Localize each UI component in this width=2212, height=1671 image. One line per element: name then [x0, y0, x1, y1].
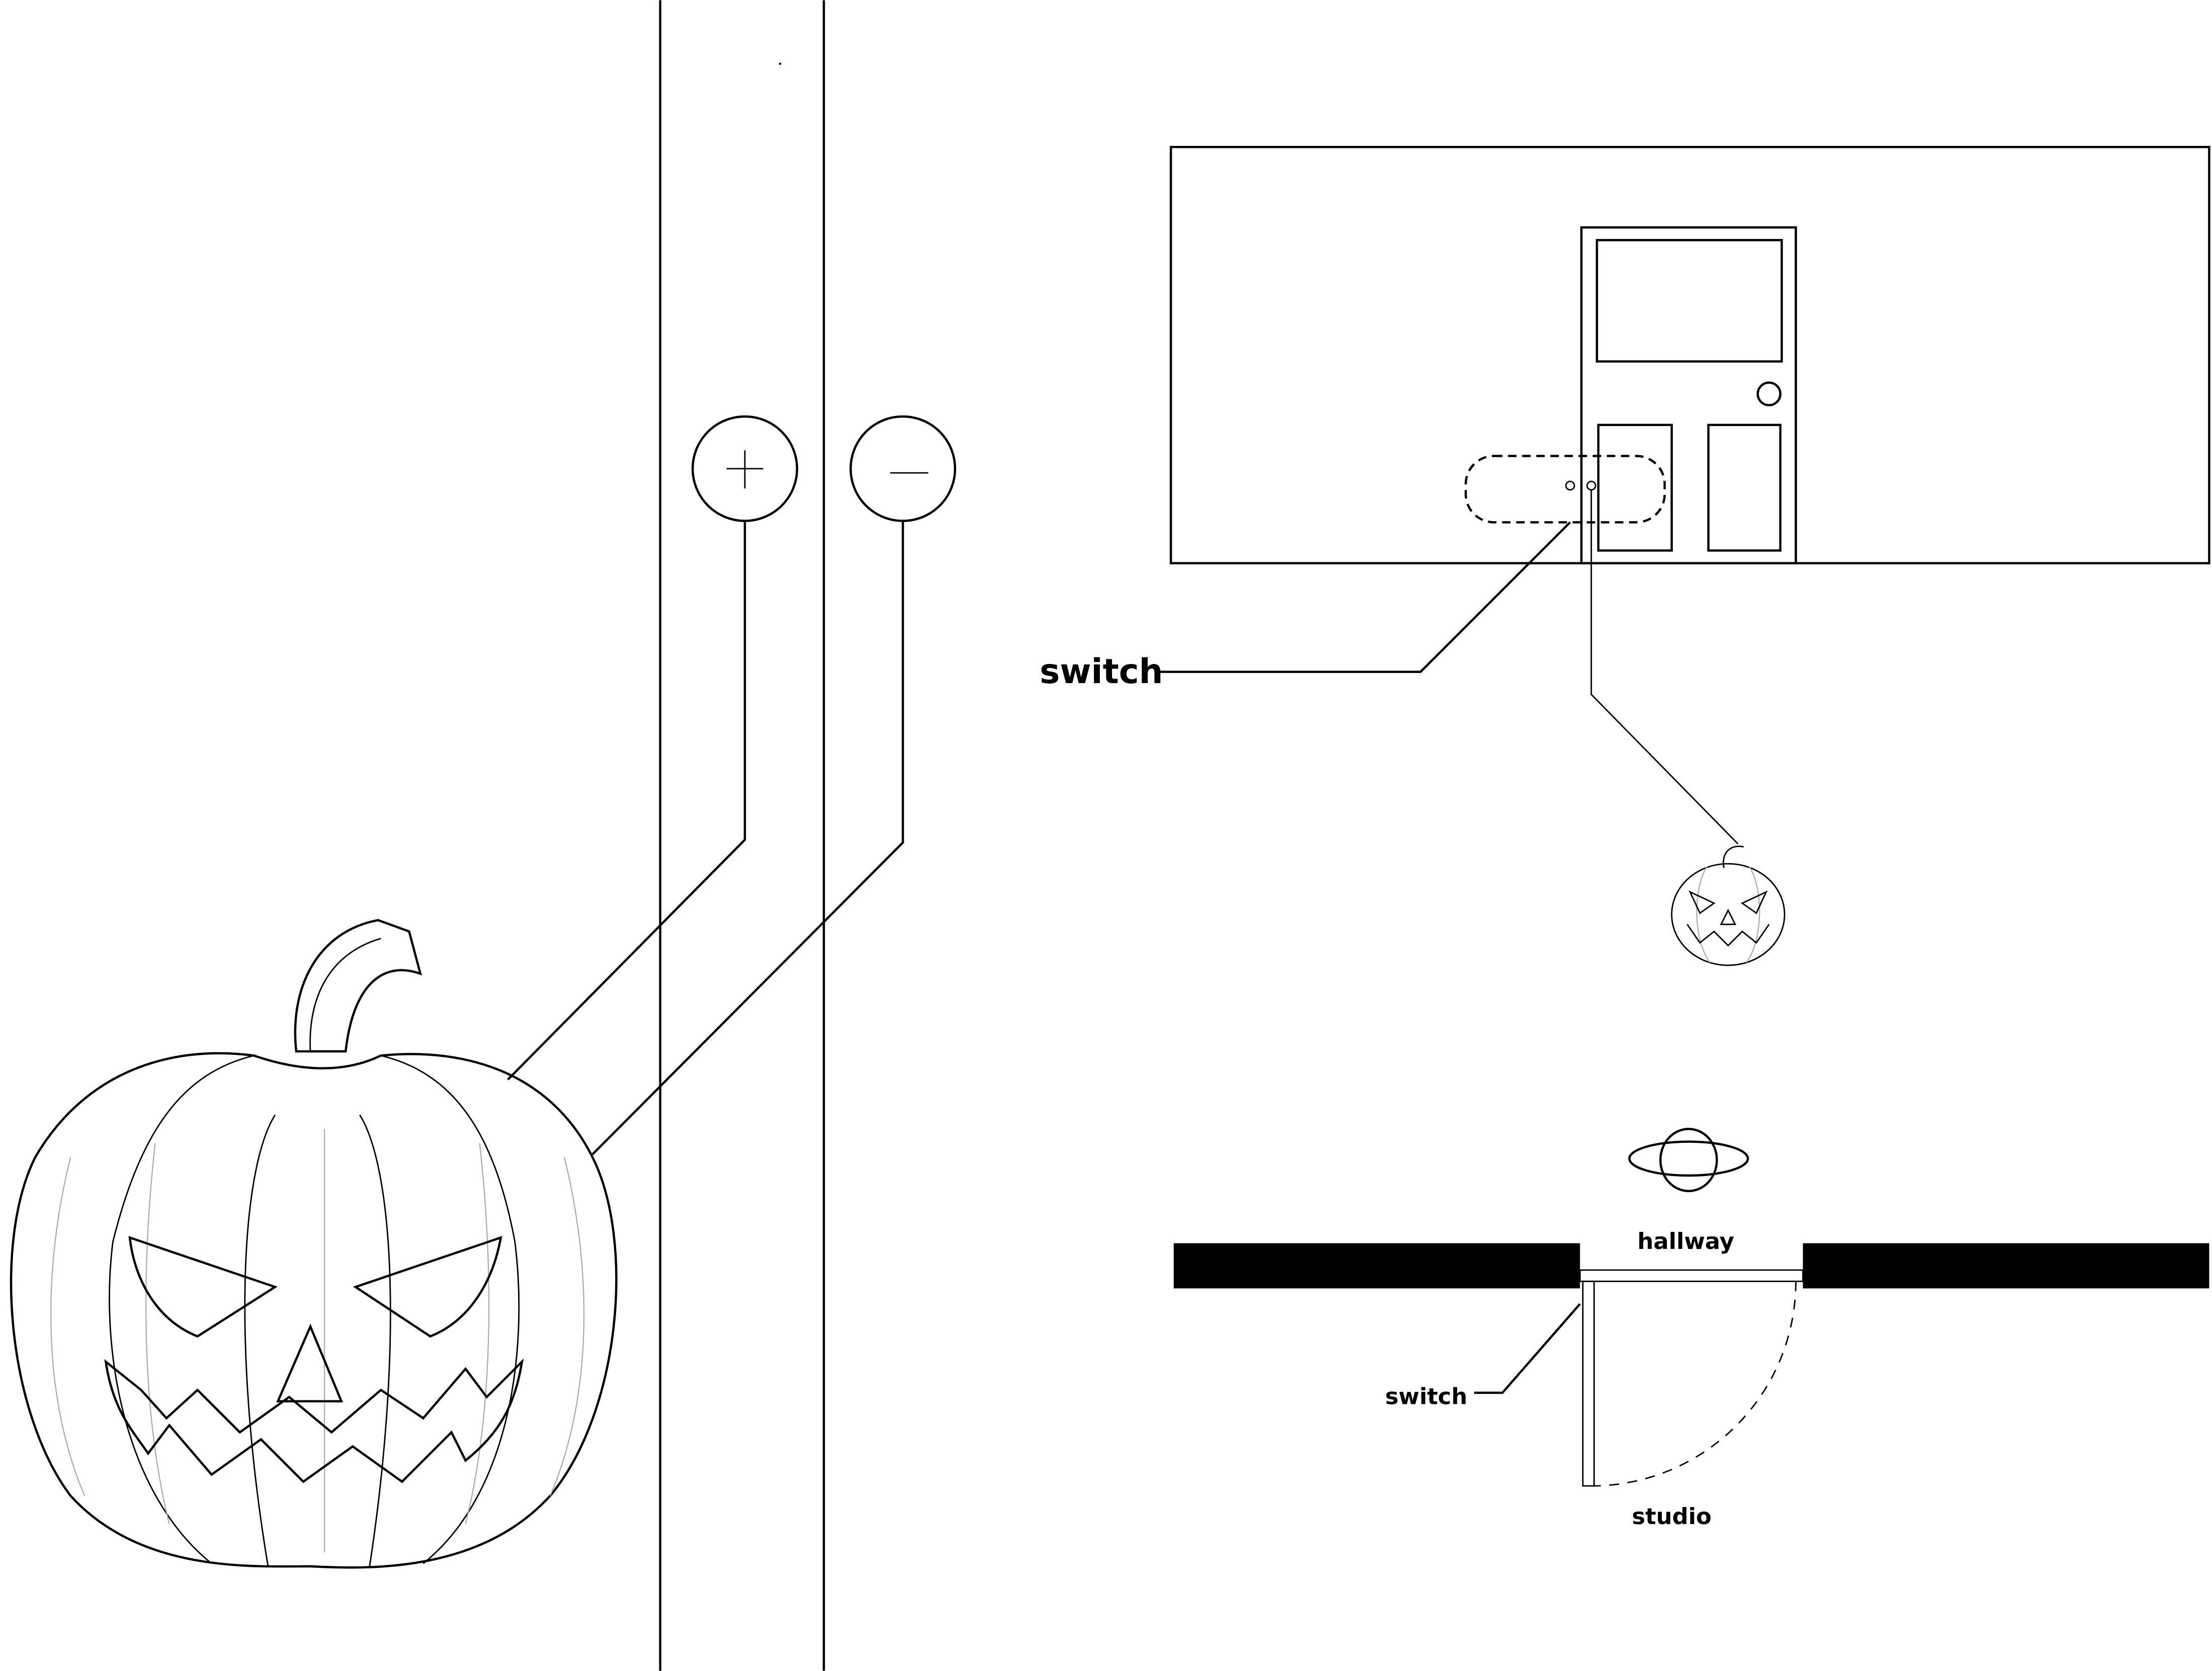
negative-terminal: − — [849, 415, 957, 522]
door-leaf-plan — [1582, 1280, 1595, 1487]
switch-label-plan: switch — [1385, 1383, 1467, 1409]
switch-label-elevation: switch — [1040, 652, 1163, 691]
negative-wire — [591, 521, 904, 1155]
wall-right — [1803, 1243, 2209, 1289]
person-top-view — [1628, 1128, 1749, 1193]
door-knob — [1756, 381, 1781, 406]
switch-outline — [1464, 455, 1666, 524]
door-elevation — [1580, 226, 1797, 564]
wall-elevation — [1169, 145, 2210, 564]
studio-label: studio — [1632, 1503, 1712, 1530]
door-window — [1595, 239, 1783, 363]
stray-dot — [779, 62, 782, 65]
wall-left — [1173, 1243, 1580, 1289]
positive-terminal: + — [691, 415, 798, 522]
switch-leader-elevation — [1159, 521, 1571, 673]
positive-wire — [507, 521, 746, 1080]
door-panel-left — [1597, 424, 1673, 552]
hallway-label: hallway — [1638, 1228, 1735, 1255]
door-panel-right — [1707, 424, 1781, 552]
door-swing-arc — [1594, 1281, 1797, 1487]
jack-o-lantern-small — [1671, 846, 1785, 966]
wire-point — [1586, 480, 1596, 491]
door-threshold — [1579, 1269, 1804, 1282]
switch-leader-plan — [1474, 1303, 1581, 1394]
pumpkin-hanging-wire — [1590, 489, 1739, 845]
switch-point — [1565, 480, 1575, 491]
jack-o-lantern-large — [10, 918, 618, 1569]
